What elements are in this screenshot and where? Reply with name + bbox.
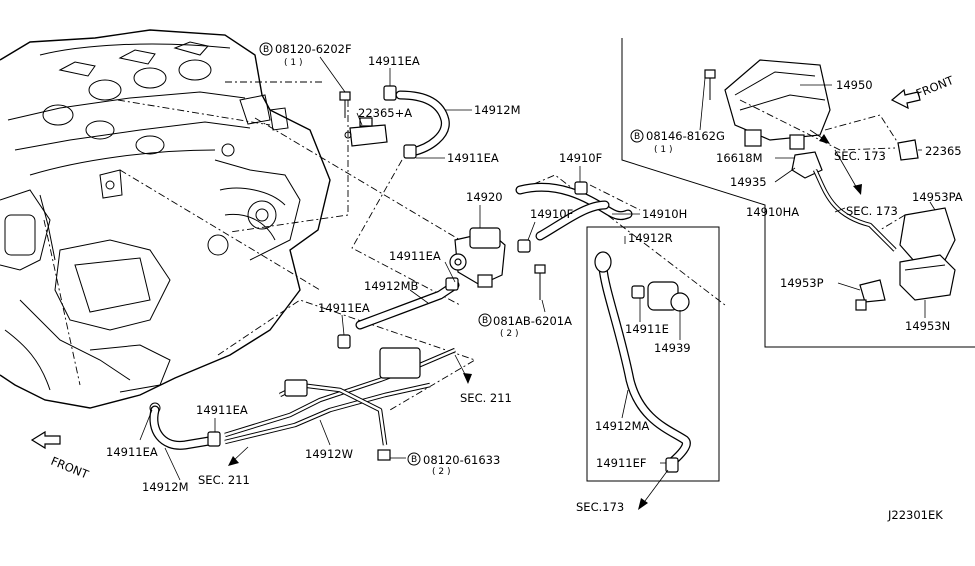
valve-14920 bbox=[449, 227, 506, 288]
label-14912r: 14912R bbox=[628, 231, 673, 245]
front-arrow-right bbox=[890, 88, 921, 110]
label-14912w: 14912W bbox=[305, 447, 353, 461]
label-14953pa: 14953PA bbox=[912, 190, 963, 204]
bolt-08120-6202f bbox=[339, 91, 351, 118]
svg-text:B: B bbox=[411, 455, 417, 465]
label-08120-61633-qty: ( 2 ) bbox=[432, 467, 450, 477]
svg-text:B: B bbox=[634, 132, 640, 142]
hose-14910ha bbox=[812, 168, 897, 252]
front-arrow-left bbox=[30, 430, 61, 450]
label-14911ea-bot2: 14911EA bbox=[106, 445, 158, 459]
label-14912ma: 14912MA bbox=[595, 419, 650, 433]
label-14911e: 14911E bbox=[625, 322, 669, 336]
label-08120-61633: 08120-61633 bbox=[423, 453, 500, 467]
label-14912m-top: 14912M bbox=[474, 103, 521, 117]
label-14911ea-bot1: 14911EA bbox=[196, 403, 248, 417]
label-14950: 14950 bbox=[836, 78, 873, 92]
svg-text:B: B bbox=[482, 316, 488, 326]
clamp-14911ea-left bbox=[445, 277, 459, 291]
clamp-14911ea-top bbox=[383, 85, 397, 101]
label-14953p: 14953P bbox=[780, 276, 824, 290]
bolt-081ab-6201a bbox=[534, 264, 546, 300]
clamp-14911ea-low bbox=[337, 334, 351, 349]
label-sec211-bot: SEC. 211 bbox=[198, 473, 250, 487]
label-front-right: FRONT bbox=[914, 73, 957, 101]
bolt-marker-08120-6202f: B bbox=[259, 42, 273, 56]
label-14910ha: 14910HA bbox=[746, 205, 799, 219]
hose-14912m-top bbox=[395, 90, 450, 157]
label-22365a: 22365+A bbox=[358, 106, 412, 120]
label-14920: 14920 bbox=[466, 190, 503, 204]
label-14910f-top: 14910F bbox=[559, 151, 602, 165]
bracket-14953pa bbox=[899, 207, 956, 263]
label-14953n: 14953N bbox=[905, 319, 950, 333]
clamp-14910f-mid bbox=[517, 239, 531, 253]
leader-lines bbox=[139, 56, 936, 481]
sensor-22365 bbox=[897, 139, 919, 161]
engine-reference-lines bbox=[43, 81, 726, 411]
part-labels: 08120-6202F ( 1 ) 14911EA 22365+A 14912M… bbox=[49, 42, 963, 522]
label-14939: 14939 bbox=[654, 341, 691, 355]
detail-box-14912r bbox=[586, 226, 720, 482]
bolt-marker-08120-61633: B bbox=[407, 452, 421, 466]
label-front-left: FRONT bbox=[49, 454, 92, 482]
hose-14912m-bottom bbox=[149, 405, 220, 450]
label-081ab-qty: ( 2 ) bbox=[500, 329, 518, 339]
label-08120-6202f: 08120-6202F bbox=[275, 42, 352, 56]
label-sec173-bottom: SEC.173 bbox=[576, 500, 624, 514]
label-14911ea-left: 14911EA bbox=[389, 249, 441, 263]
label-sec173-r2: SEC. 173 bbox=[846, 204, 898, 218]
sensor-22365a bbox=[344, 117, 388, 147]
canister-14950 bbox=[724, 59, 831, 150]
tube-14912w bbox=[224, 347, 456, 446]
right-reference-lines bbox=[739, 99, 906, 231]
label-14935: 14935 bbox=[730, 175, 767, 189]
hose-14910h bbox=[515, 182, 633, 241]
svg-text:B: B bbox=[263, 45, 269, 55]
sec-arrows bbox=[228, 129, 862, 510]
label-08120-6202f-qty: ( 1 ) bbox=[284, 58, 302, 68]
diagram-code: J22301EK bbox=[887, 508, 943, 522]
clamp-14911ea-mid bbox=[403, 144, 417, 159]
bolt-08120-61633 bbox=[377, 449, 391, 461]
clamp-14911ea-bottom bbox=[207, 431, 221, 447]
label-14912m-bot: 14912M bbox=[142, 480, 189, 494]
label-14911ef: 14911EF bbox=[596, 456, 646, 470]
filter-14953n bbox=[899, 254, 956, 301]
label-14911ea-low: 14911EA bbox=[318, 301, 370, 315]
label-22365: 22365 bbox=[925, 144, 962, 158]
label-081ab-6201a: 081AB-6201A bbox=[493, 314, 572, 328]
label-14911ea-top: 14911EA bbox=[368, 54, 420, 68]
label-08146-qty: ( 1 ) bbox=[654, 145, 672, 155]
bolt-marker-081ab: B bbox=[478, 313, 492, 327]
bracket-14953p bbox=[855, 279, 886, 311]
clamp-14910f-top bbox=[574, 181, 588, 195]
label-08146-8162g: 08146-8162G bbox=[646, 129, 725, 143]
engine-block bbox=[0, 29, 331, 414]
label-14911ea-mid: 14911EA bbox=[447, 151, 499, 165]
label-sec211-mid: SEC. 211 bbox=[460, 391, 512, 405]
label-sec173-r1: SEC. 173 bbox=[834, 149, 886, 163]
bolt-08146-8162g bbox=[704, 69, 716, 100]
bolt-marker-08146: B bbox=[630, 129, 644, 143]
label-14912mb: 14912MB bbox=[364, 279, 419, 293]
label-16618m: 16618M bbox=[716, 151, 763, 165]
label-14910f-mid: 14910F bbox=[530, 207, 573, 221]
label-14910h: 14910H bbox=[642, 207, 687, 221]
right-section-border bbox=[621, 38, 975, 348]
